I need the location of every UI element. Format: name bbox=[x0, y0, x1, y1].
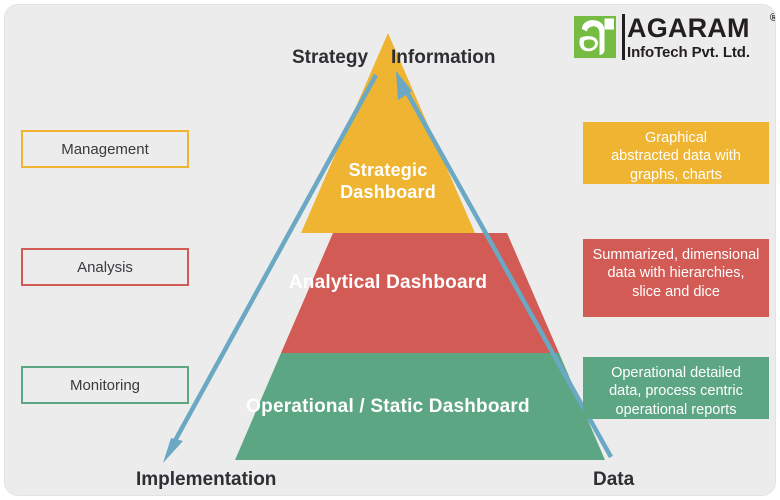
data-to-information-arrow bbox=[396, 71, 613, 459]
role-box-management: Management bbox=[21, 130, 189, 168]
logo-company-name: AGARAM bbox=[627, 13, 750, 43]
tier-label-analytical: Analytical Dashboard bbox=[288, 272, 488, 293]
tier-label-operational: Operational / Static Dashboard bbox=[246, 396, 530, 417]
role-box-monitoring-label: Monitoring bbox=[69, 376, 141, 394]
role-box-management-label: Management bbox=[61, 140, 149, 158]
pyramid-tier-strategic bbox=[301, 33, 475, 233]
role-box-analysis: Analysis bbox=[21, 248, 189, 286]
pyramid-graphic bbox=[163, 33, 613, 463]
callout-operational: Operational detailed data, process centr… bbox=[583, 357, 769, 419]
axis-label-information: Information bbox=[391, 47, 496, 68]
pyramid-tier-analytical bbox=[281, 233, 559, 353]
logo-company-suffix: InfoTech Pvt. Ltd. bbox=[627, 44, 750, 61]
axis-label-implementation: Implementation bbox=[136, 469, 277, 490]
registered-trademark-icon: ® bbox=[770, 12, 775, 24]
role-box-monitoring: Monitoring bbox=[21, 366, 189, 404]
logo-wordmark: AGARAM InfoTech Pvt. Ltd. bbox=[622, 14, 750, 60]
tier-label-strategic: Strategic Dashboard bbox=[340, 160, 436, 202]
callout-strategic: Graphical abstracted data with graphs, c… bbox=[583, 122, 769, 184]
diagram-card: AGARAM InfoTech Pvt. Ltd. ® Strategy Inf… bbox=[4, 4, 776, 496]
axis-label-data: Data bbox=[593, 469, 635, 490]
role-box-analysis-label: Analysis bbox=[77, 258, 133, 276]
axis-label-strategy: Strategy bbox=[292, 47, 369, 68]
callout-analytical: Summarized, dimensional data with hierar… bbox=[583, 239, 769, 317]
company-logo: AGARAM InfoTech Pvt. Ltd. ® bbox=[574, 11, 775, 63]
pyramid-tier-operational bbox=[235, 353, 605, 460]
strategy-to-implementation-arrow bbox=[163, 73, 378, 463]
agaram-a-monogram-icon bbox=[574, 16, 616, 58]
